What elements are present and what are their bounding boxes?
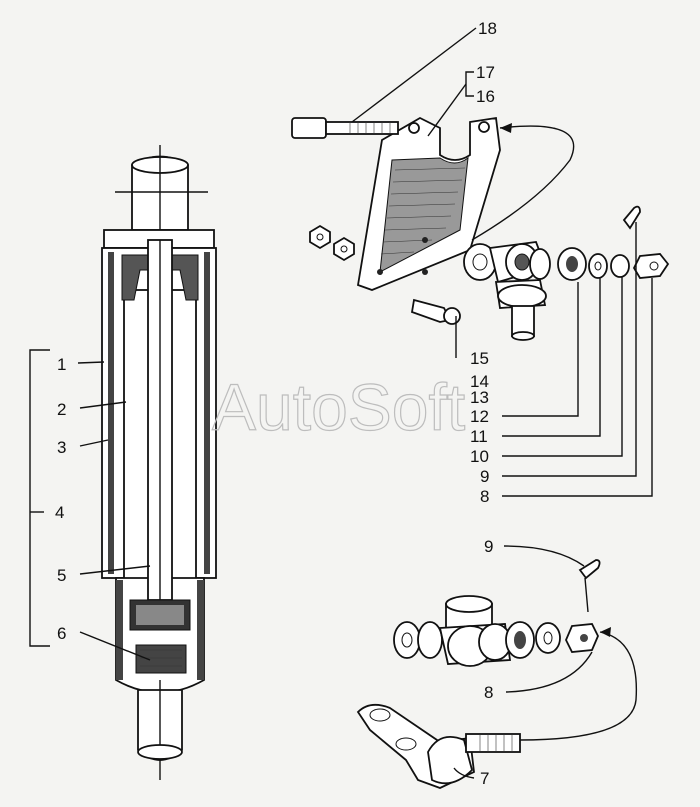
leader-lines bbox=[29, 27, 653, 779]
label-9: 9 bbox=[480, 467, 489, 486]
watermark: AutoSoft bbox=[212, 370, 465, 444]
label-4: 4 bbox=[55, 503, 64, 522]
label-12: 12 bbox=[470, 407, 489, 426]
label-8-lower: 8 bbox=[484, 683, 493, 702]
lower-link-assembly bbox=[393, 559, 601, 667]
bolt-15 bbox=[410, 298, 461, 325]
label-6: 6 bbox=[57, 624, 66, 643]
label-16: 16 bbox=[476, 87, 495, 106]
shock-absorber bbox=[101, 145, 217, 780]
bracket bbox=[356, 116, 501, 291]
label-11: 11 bbox=[470, 427, 488, 446]
label-9-lower: 9 bbox=[484, 537, 493, 556]
label-2: 2 bbox=[57, 400, 66, 419]
label-5: 5 bbox=[57, 566, 66, 585]
callout-labels: 1 2 3 4 5 6 18 17 16 15 14 13 12 11 10 9… bbox=[55, 19, 497, 788]
label-10: 10 bbox=[470, 447, 489, 466]
label-1: 1 bbox=[57, 355, 66, 374]
upper-link-assembly bbox=[463, 205, 670, 341]
lever-7 bbox=[356, 703, 521, 789]
label-3: 3 bbox=[57, 438, 66, 457]
label-8: 8 bbox=[480, 487, 489, 506]
label-7: 7 bbox=[480, 769, 489, 788]
label-13: 13 bbox=[470, 388, 489, 407]
label-18: 18 bbox=[478, 19, 497, 38]
bolt-18 bbox=[291, 117, 399, 139]
label-17: 17 bbox=[476, 63, 495, 82]
label-14: 14 bbox=[470, 372, 489, 391]
label-15: 15 bbox=[470, 349, 489, 368]
